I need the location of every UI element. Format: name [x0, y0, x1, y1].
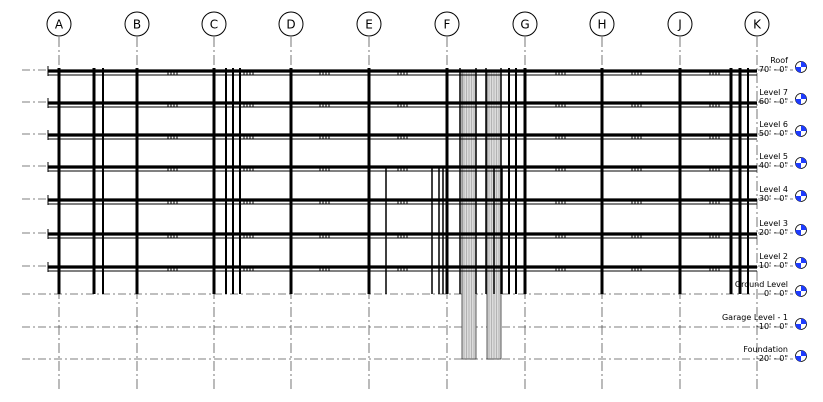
- level-elevation: 40' - 0": [759, 161, 788, 170]
- grid-bubble[interactable]: [512, 11, 538, 37]
- level-marker-quadrant: [795, 324, 801, 330]
- grid-head-b[interactable]: B: [124, 11, 150, 37]
- grid-label: J: [677, 18, 682, 32]
- grid-head-g[interactable]: G: [512, 11, 538, 37]
- grid-head-k[interactable]: K: [744, 11, 770, 37]
- grid-bubble[interactable]: [356, 11, 382, 37]
- level-name: Level 5: [759, 152, 788, 161]
- grid-bubble[interactable]: [667, 11, 693, 37]
- level-name: Foundation: [743, 345, 788, 354]
- grid-label: B: [133, 18, 141, 32]
- grid-label: E: [365, 18, 373, 32]
- grid-head-e[interactable]: E: [356, 11, 382, 37]
- grid-bubble[interactable]: [434, 11, 460, 37]
- grid-label: K: [753, 18, 762, 32]
- level-marker-quadrant: [801, 318, 807, 324]
- grid-bubble[interactable]: [278, 11, 304, 37]
- grid-head-f[interactable]: F: [434, 11, 460, 37]
- level-elevation: 0' - 0": [764, 289, 788, 298]
- grid-label: D: [286, 18, 295, 32]
- grid-label: C: [210, 18, 218, 32]
- level-marker-quadrant: [795, 131, 801, 137]
- level-elevation: 30' - 0": [759, 194, 788, 203]
- grid-bubble[interactable]: [744, 11, 770, 37]
- level-marker-quadrant: [795, 196, 801, 202]
- level-name: Garage Level - 1: [722, 313, 788, 322]
- level-head[interactable]: Level 760' - 0": [759, 88, 807, 106]
- level-marker-quadrant: [795, 291, 801, 297]
- level-name: Level 6: [759, 120, 788, 129]
- grid-head-a[interactable]: A: [46, 11, 72, 37]
- level-marker-quadrant: [801, 125, 807, 131]
- level-marker-quadrant: [795, 163, 801, 169]
- level-marker-quadrant: [801, 190, 807, 196]
- grid-bubble[interactable]: [589, 11, 615, 37]
- stair-core: [461, 69, 502, 360]
- level-head[interactable]: Level 650' - 0": [759, 120, 807, 138]
- level-name: Ground Level: [735, 280, 788, 289]
- level-head[interactable]: Level 210' - 0": [759, 252, 807, 270]
- level-marker-quadrant: [801, 257, 807, 263]
- level-elevation: -10' - 0": [756, 322, 788, 331]
- level-name: Roof: [770, 56, 788, 65]
- level-elevation: 60' - 0": [759, 97, 788, 106]
- grid-head-h[interactable]: H: [589, 11, 615, 37]
- level-marker-quadrant: [801, 224, 807, 230]
- level-head[interactable]: Level 430' - 0": [759, 185, 807, 203]
- level-elevation: 10' - 0": [759, 261, 788, 270]
- grid-head-c[interactable]: C: [201, 11, 227, 37]
- level-head[interactable]: Level 540' - 0": [759, 152, 807, 170]
- grid-label: F: [444, 18, 451, 32]
- level-marker-quadrant: [795, 230, 801, 236]
- level-marker-quadrant: [801, 93, 807, 99]
- grid-bubble[interactable]: [46, 11, 72, 37]
- level-elevation: 20' - 0": [759, 228, 788, 237]
- level-marker-quadrant: [801, 350, 807, 356]
- floor-beams: [47, 66, 757, 272]
- level-marker-quadrant: [801, 61, 807, 67]
- level-elevation: 70' - 0": [759, 65, 788, 74]
- structural-columns: [57, 68, 749, 294]
- grid-bubble[interactable]: [201, 11, 227, 37]
- level-marker-quadrant: [795, 99, 801, 105]
- level-marker-quadrant: [795, 67, 801, 73]
- grid-lines: [58, 37, 758, 392]
- level-elevation: -20' - 0": [756, 354, 788, 363]
- level-elevation: 50' - 0": [759, 129, 788, 138]
- level-head[interactable]: Level 320' - 0": [759, 219, 807, 237]
- level-marker-quadrant: [795, 356, 801, 362]
- level-marker-quadrant: [795, 263, 801, 269]
- level-name: Level 4: [759, 185, 788, 194]
- grid-head-d[interactable]: D: [278, 11, 304, 37]
- level-head[interactable]: Garage Level - 1-10' - 0": [722, 313, 807, 331]
- grid-head-j[interactable]: J: [667, 11, 693, 37]
- grid-bubble[interactable]: [124, 11, 150, 37]
- grid-label: G: [520, 18, 529, 32]
- level-marker-quadrant: [801, 285, 807, 291]
- grid-label: H: [597, 18, 606, 32]
- level-name: Level 3: [759, 219, 788, 228]
- level-name: Level 7: [759, 88, 788, 97]
- level-marker-quadrant: [801, 157, 807, 163]
- level-head[interactable]: Foundation-20' - 0": [743, 345, 807, 363]
- grid-label: A: [55, 18, 64, 32]
- level-name: Level 2: [759, 252, 788, 261]
